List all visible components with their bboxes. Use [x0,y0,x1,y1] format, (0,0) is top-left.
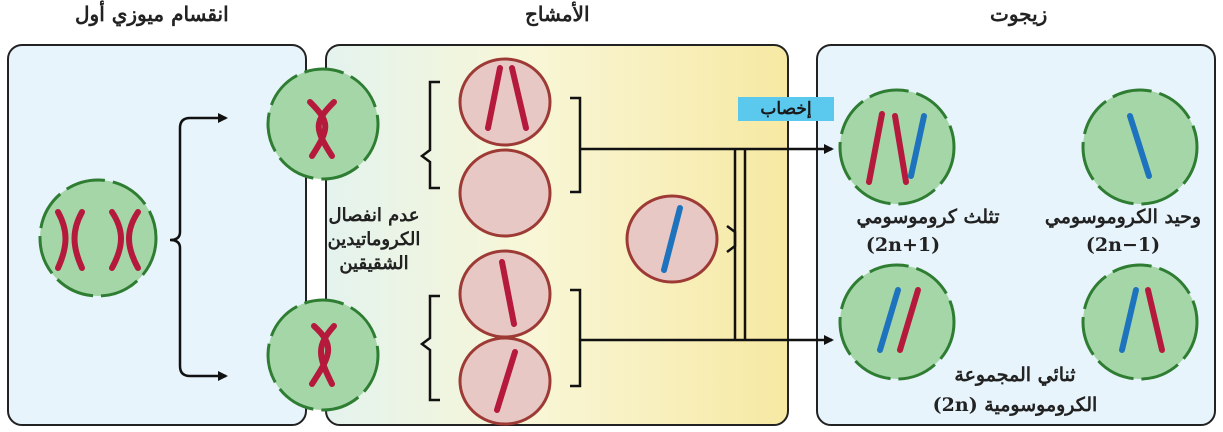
fertilization-arrows [570,96,834,388]
diploid-name: ثنائي المجموعة [954,364,1076,386]
gamete-3 [458,249,552,339]
daughter-cell-top [266,67,380,181]
zygote-diploid-left [838,263,956,381]
monosomy-name: وحيد الكروموسومي [1044,206,1202,228]
gamete-normal-other-parent [625,194,719,284]
diploid-formula: الكروموسومية (2n) [932,394,1098,416]
nondisjunction-line-3: الشقيقين [339,253,409,274]
gamete-1 [458,57,552,147]
nondisjunction-line-2: الكروماتيدين [327,229,421,250]
meiosis-bracket-arrows [169,113,228,381]
trisomy-name: تثلث كروموسومي [856,206,1000,228]
trisomy-formula: (2n+1) [865,234,941,256]
gametes-panel [325,44,789,426]
gamete-4 [458,336,552,426]
zygote-panel-title: زيجوت [990,2,1048,26]
daughter-cell-bottom [266,298,380,412]
fertilization-label: إخصاب [738,97,834,121]
zygote-trisomy [838,88,956,206]
gamete-2-empty [458,148,552,238]
gametes-panel-title: الأمشاج [525,2,590,26]
parent-cell [38,178,158,298]
nondisjunction-line-1: عدم انفصال [328,205,420,226]
monosomy-formula: (2n−1) [1085,234,1161,256]
zygote-monosomy [1081,88,1199,206]
nondisjunction-label: عدم انفصال الكروماتيدين الشقيقين [318,204,430,276]
meiosis-panel-title: انقسام ميوزي أول [75,2,229,26]
gamete-brackets-left [419,80,440,402]
chromosome-pair-left [55,209,85,271]
chromosome-pair-right [109,209,141,271]
zygote-diploid-right [1081,263,1199,381]
